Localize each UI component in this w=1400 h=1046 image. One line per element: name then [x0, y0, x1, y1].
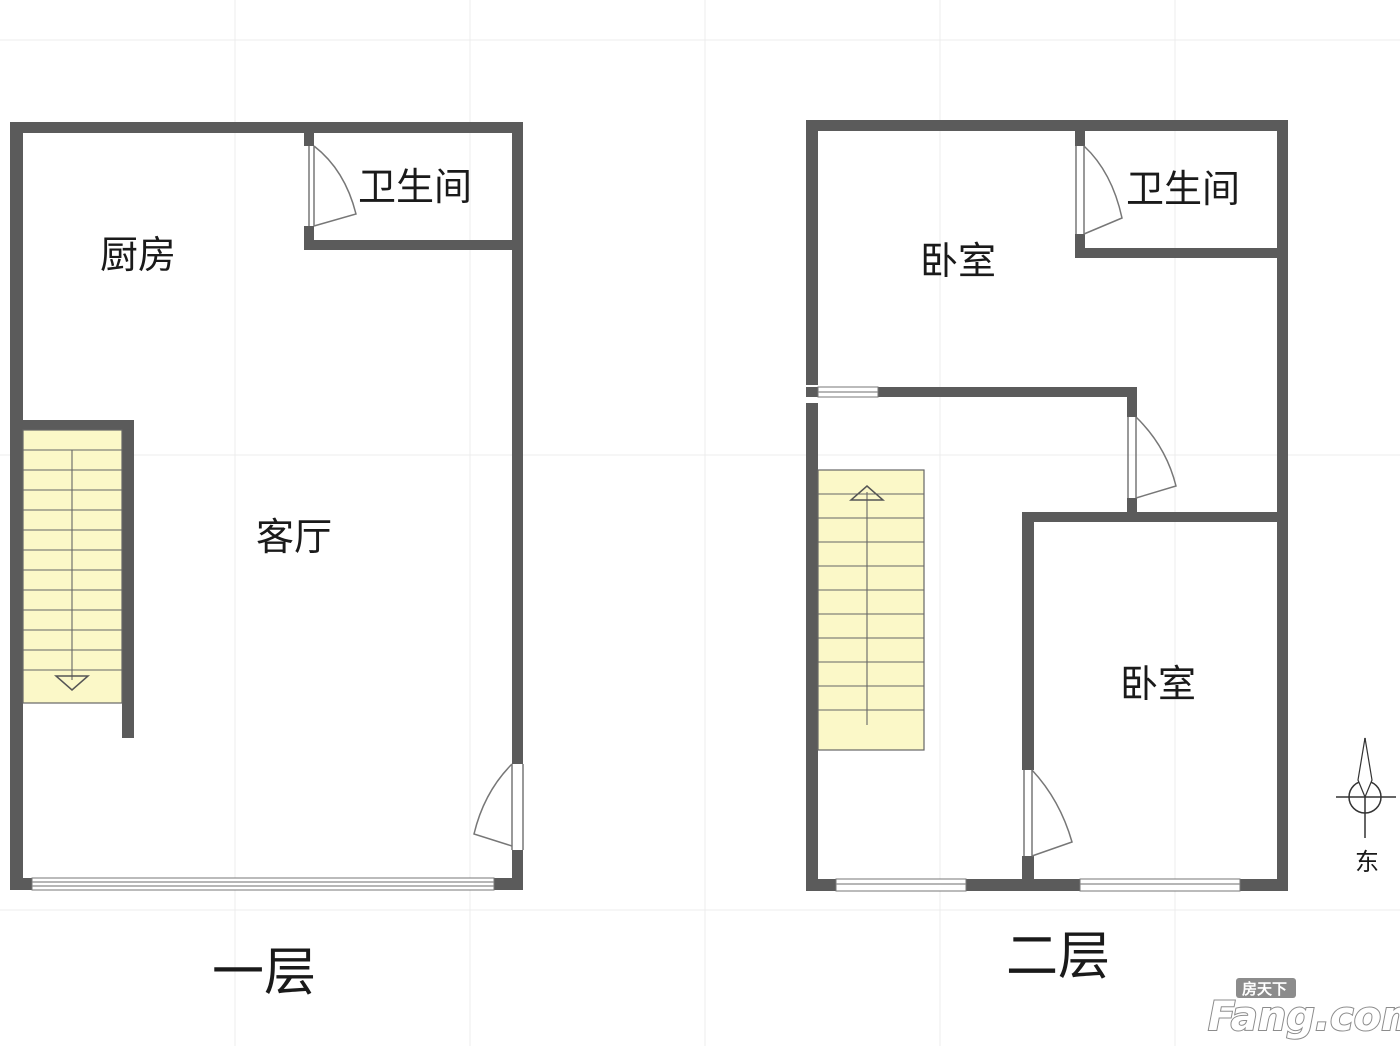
- wall: [1075, 234, 1085, 258]
- wall: [304, 226, 314, 250]
- stair-down-arrow-icon: [54, 675, 90, 691]
- wall: [806, 120, 818, 385]
- wall: [1127, 387, 1137, 417]
- compass-icon: [1336, 737, 1396, 838]
- south-bedroom-door[interactable]: [1023, 769, 1073, 857]
- brand-watermark: 房天下 Fang.com: [1207, 978, 1400, 1041]
- north-bedroom-door[interactable]: [1127, 416, 1177, 499]
- wall: [1022, 512, 1034, 770]
- window-floor-1: [31, 877, 495, 891]
- wall: [1075, 248, 1288, 258]
- window-floor-2-left: [835, 878, 967, 892]
- wall: [512, 850, 523, 890]
- wall: [1075, 120, 1085, 146]
- staircase-floor-1: [22, 429, 123, 704]
- wall: [512, 122, 523, 244]
- wall: [10, 122, 23, 890]
- room-label-bathroom-floor-1: 卫生间: [358, 165, 472, 209]
- window-floor-2-right: [1079, 878, 1241, 892]
- floor-1-label: 一层: [212, 943, 316, 1003]
- wall: [1277, 120, 1288, 891]
- wall: [1022, 856, 1034, 891]
- wall: [512, 244, 523, 764]
- room-label-bedroom-north: 卧室: [920, 239, 996, 283]
- wall: [304, 240, 523, 250]
- stair-up-arrow-icon: [849, 485, 885, 501]
- staircase-floor-2: [817, 469, 925, 751]
- wall: [1127, 498, 1137, 520]
- corridor-window-floor-2: [817, 386, 879, 398]
- wall: [806, 403, 818, 891]
- room-label-bathroom-floor-2: 卫生间: [1126, 167, 1240, 211]
- wall: [806, 120, 1288, 131]
- bathroom-door-floor-2[interactable]: [1075, 145, 1123, 235]
- entrance-door-floor-1[interactable]: [473, 763, 524, 850]
- room-label-living-room: 客厅: [256, 515, 332, 559]
- floor-2-label: 二层: [1006, 927, 1110, 987]
- brand-logo-text: Fang.com: [1208, 994, 1400, 1040]
- room-label-kitchen: 厨房: [100, 233, 176, 277]
- wall: [806, 387, 1137, 397]
- wall: [10, 122, 523, 133]
- wall: [122, 420, 134, 738]
- floor-1-plan: 厨房 卫生间 客厅 一层: [10, 122, 524, 1003]
- wall: [10, 420, 134, 430]
- compass-direction-label: 东: [1355, 848, 1379, 876]
- bathroom-door-floor-1[interactable]: [308, 145, 357, 227]
- room-label-bedroom-south: 卧室: [1120, 662, 1196, 706]
- wall: [1022, 512, 1288, 522]
- floor-2-plan: 卧室 卫生间 卧室 二层: [806, 120, 1288, 987]
- brand-top-text: 房天下: [1242, 980, 1287, 998]
- wall: [304, 122, 314, 146]
